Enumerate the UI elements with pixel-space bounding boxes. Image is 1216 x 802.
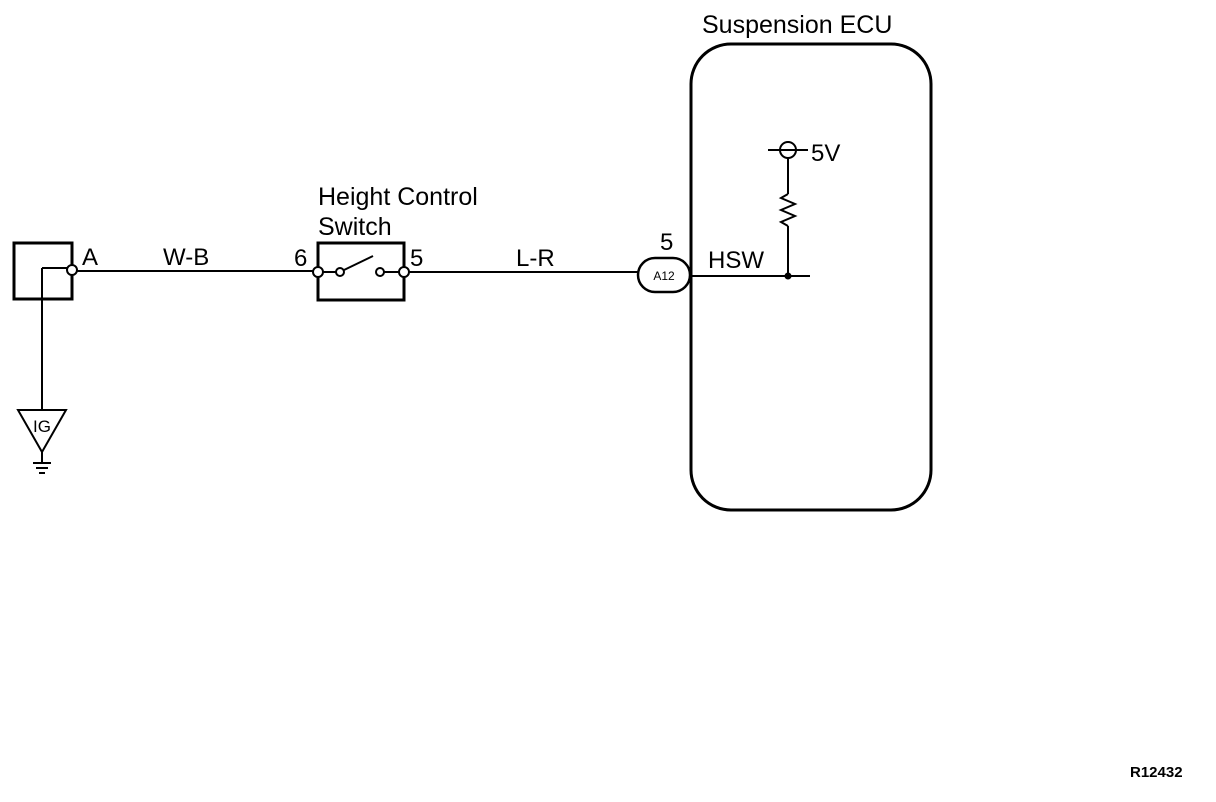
terminal-a-label: A xyxy=(82,244,98,271)
terminal-a xyxy=(66,264,78,276)
switch-contact-left xyxy=(335,267,345,277)
ig-triangle xyxy=(16,409,68,455)
switch-pin-5-label: 5 xyxy=(410,245,423,272)
wire-l-r-label: L-R xyxy=(516,245,555,272)
ig-ground-symbol: IG xyxy=(16,409,68,474)
supply-label: 5V xyxy=(811,140,840,167)
switch-pin-6 xyxy=(312,266,324,278)
height-control-switch: Height Control Switch 6 5 xyxy=(294,183,478,302)
ecu-title: Suspension ECU xyxy=(702,11,892,39)
switch-title-line1: Height Control xyxy=(318,183,478,211)
connector-a12: A12 5 xyxy=(636,229,692,294)
switch-pin-5 xyxy=(398,266,410,278)
ig-label: IG xyxy=(33,417,51,436)
source-component: A xyxy=(12,241,98,410)
connector-code: A12 xyxy=(653,269,675,283)
connector-pin-label: 5 xyxy=(660,229,673,256)
switch-contact-right xyxy=(375,267,385,277)
switch-pin-6-label: 6 xyxy=(294,245,307,272)
suspension-ecu: Suspension ECU HSW 5V xyxy=(689,11,933,512)
wire-w-b-label: W-B xyxy=(163,244,209,271)
resistor-icon xyxy=(778,193,798,227)
switch-blade xyxy=(343,255,374,271)
figure-reference: R12432 xyxy=(1130,764,1183,781)
hsw-label: HSW xyxy=(708,247,764,274)
switch-title-line2: Switch xyxy=(318,213,392,241)
